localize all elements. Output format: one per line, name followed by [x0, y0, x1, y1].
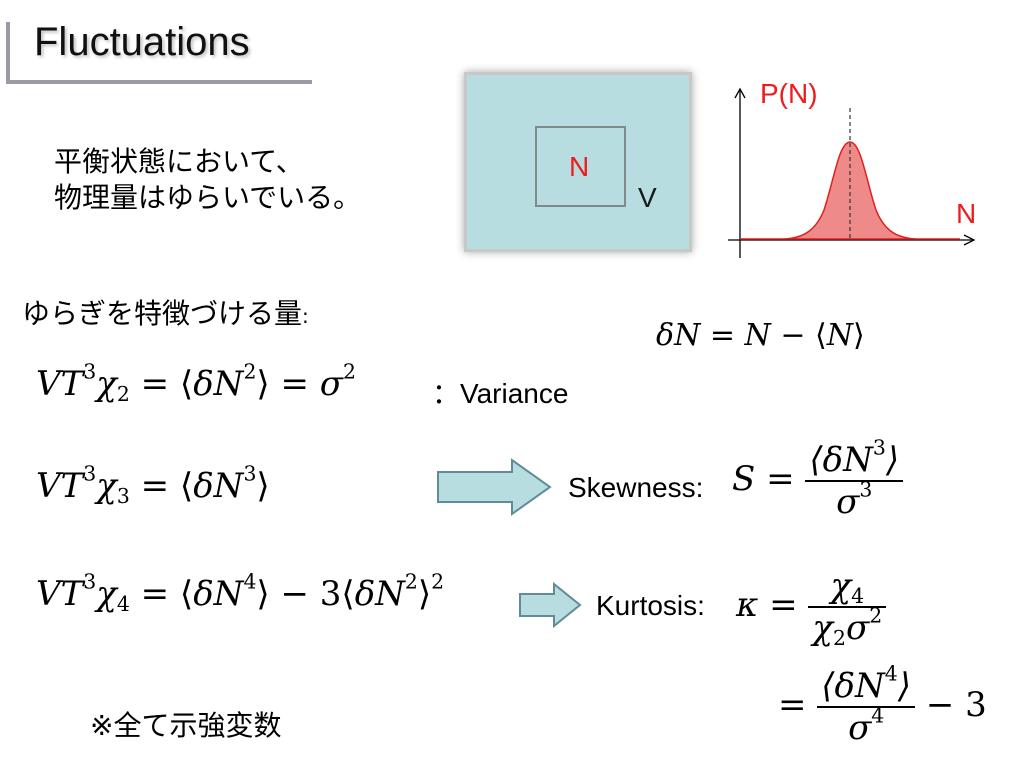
chi3-formula: VT3χ3 = ⟨δN3⟩: [36, 461, 270, 509]
section-heading-colon: :: [302, 304, 309, 328]
chi4-formula: VT3χ4 = ⟨δN4⟩ − 3⟨δN2⟩2: [36, 569, 445, 617]
skewness-label: Skewness:: [568, 472, 704, 503]
intro-line-2: 物理量はゆらいでいる。: [54, 181, 362, 214]
kurtosis-label: Kurtosis:: [596, 590, 705, 621]
subvolume-box: [535, 126, 626, 207]
delta-n-definition: δN = N − ⟨N⟩: [656, 318, 865, 353]
title-bar-vertical: [6, 22, 10, 84]
slide-title: Fluctuations: [34, 20, 250, 64]
title-bar: [6, 18, 312, 84]
volume-box: [464, 72, 692, 252]
skewness-formula: S = ⟨δN3⟩σ3: [732, 437, 904, 522]
title-bar-underline: [6, 80, 312, 84]
distribution-plot: [728, 87, 976, 258]
distribution-x-label: N: [956, 198, 977, 229]
distribution-y-label: P(N): [760, 78, 818, 109]
section-heading-text: ゆらぎを特徴づける量: [22, 297, 303, 330]
intro-line-1: 平衡状態において、: [54, 145, 304, 178]
chi2-formula: VT3χ2 = ⟨δN2⟩ = σ2: [36, 359, 356, 407]
subvolume-label: N: [569, 151, 590, 182]
kurtosis-formula-expanded: = ⟨δN4⟩σ4 − 3: [778, 661, 987, 748]
intensive-note: ※全て示強変数: [90, 709, 282, 742]
kurtosis-arrow: [519, 582, 582, 628]
distribution-curve: [740, 141, 960, 240]
y-axis-arrowhead: [734, 87, 746, 99]
volume-label: V: [638, 182, 657, 213]
variance-label: ：Variance: [432, 378, 569, 409]
x-axis-arrowhead: [963, 234, 976, 246]
intro-text: 平衡状態において、 物理量はゆらいでいる。: [54, 144, 361, 216]
skewness-arrow: [437, 458, 552, 516]
section-heading: ゆらぎを特徴づける量:: [22, 296, 309, 334]
